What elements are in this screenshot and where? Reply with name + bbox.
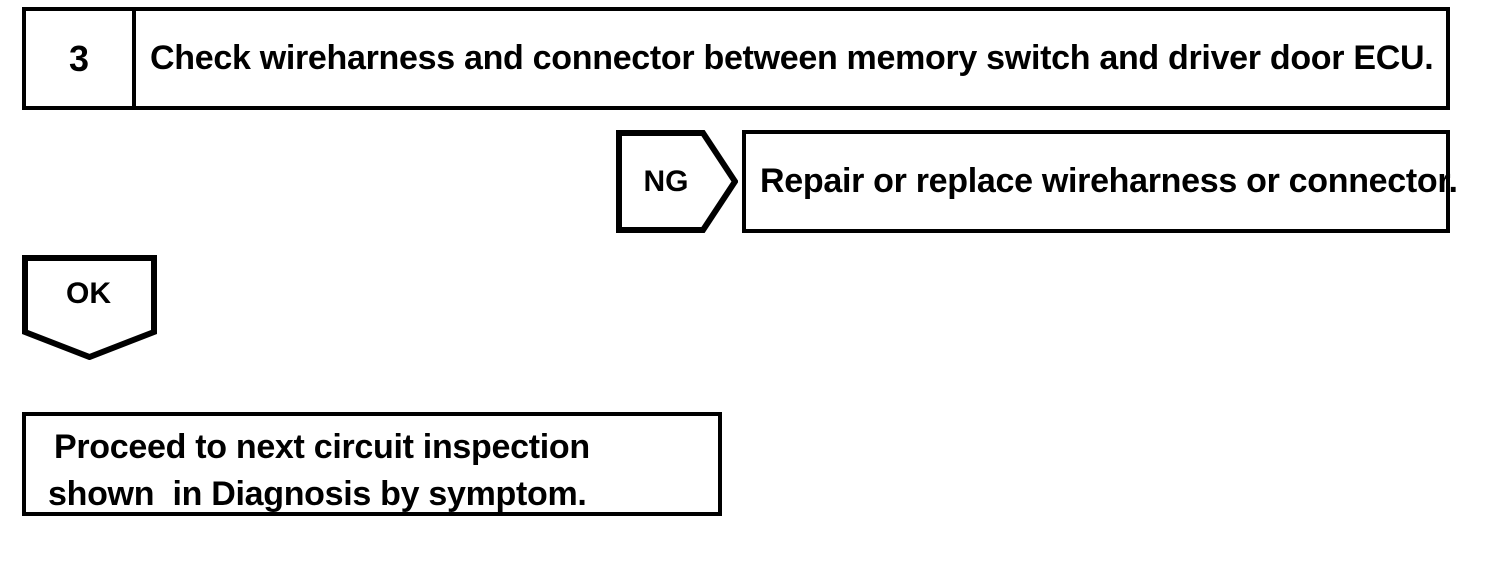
step-title-cell: Check wireharness and connector between … [136, 11, 1446, 106]
outcome-box: Proceed to next circuit inspection shown… [22, 412, 722, 516]
ng-branch-arrow-shape [616, 130, 738, 233]
ok-arrow-icon [22, 255, 157, 360]
ng-arrow-icon [616, 130, 738, 233]
ng-result-box: Repair or replace wireharness or connect… [742, 130, 1458, 233]
ng-branch-label: NG [643, 164, 689, 198]
step-number: 3 [68, 37, 90, 79]
outcome-text-line-1: Proceed to next circuit inspection [54, 428, 590, 466]
ng-result-text: Repair or replace wireharness or connect… [760, 161, 1458, 200]
ok-branch-arrow-shape [22, 255, 157, 360]
ok-branch-label: OK [66, 277, 111, 310]
outcome-text-line-2: shown in Diagnosis by symptom. [48, 475, 587, 513]
step-number-cell: 3 [26, 11, 136, 106]
step-instruction-text: Check wireharness and connector between … [150, 38, 1434, 77]
step-header-row: 3 Check wireharness and connector betwee… [22, 7, 1450, 110]
